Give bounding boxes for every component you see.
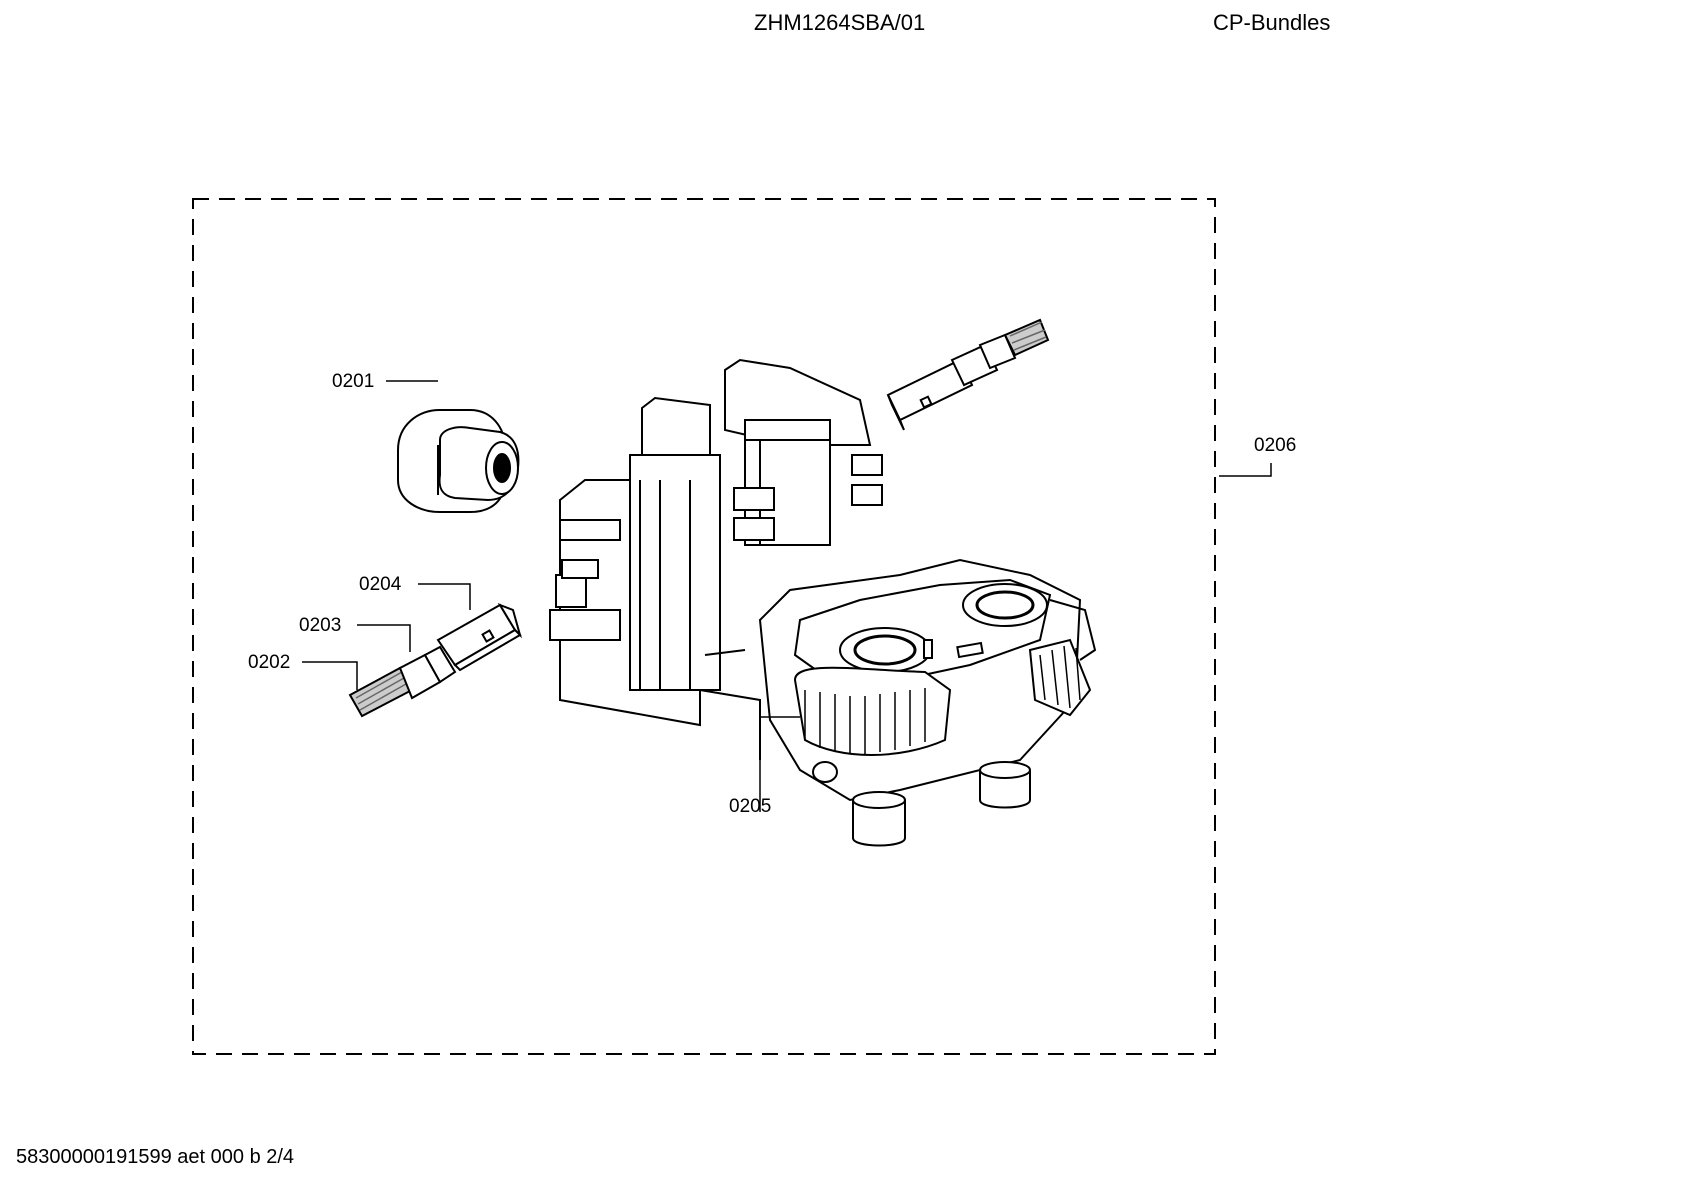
leader-lines	[302, 380, 1272, 812]
label-0201: 0201	[332, 371, 374, 392]
document-id: 58300000191599 aet 000 b 2/4	[16, 1146, 295, 1168]
label-0203: 0203	[299, 615, 341, 636]
label-0204: 0204	[359, 574, 402, 595]
part-carbon-brush-left	[348, 603, 522, 718]
label-0206: 0206	[1254, 435, 1296, 456]
label-0205: 0205	[729, 796, 771, 817]
model-number: ZHM1264SBA/01	[754, 10, 926, 35]
section-title: CP-Bundles	[1213, 10, 1331, 35]
part-carbon-brush-right	[886, 318, 1050, 431]
part-bushing	[397, 409, 520, 513]
part-motor-unit	[549, 358, 1097, 847]
label-0202: 0202	[248, 652, 290, 673]
